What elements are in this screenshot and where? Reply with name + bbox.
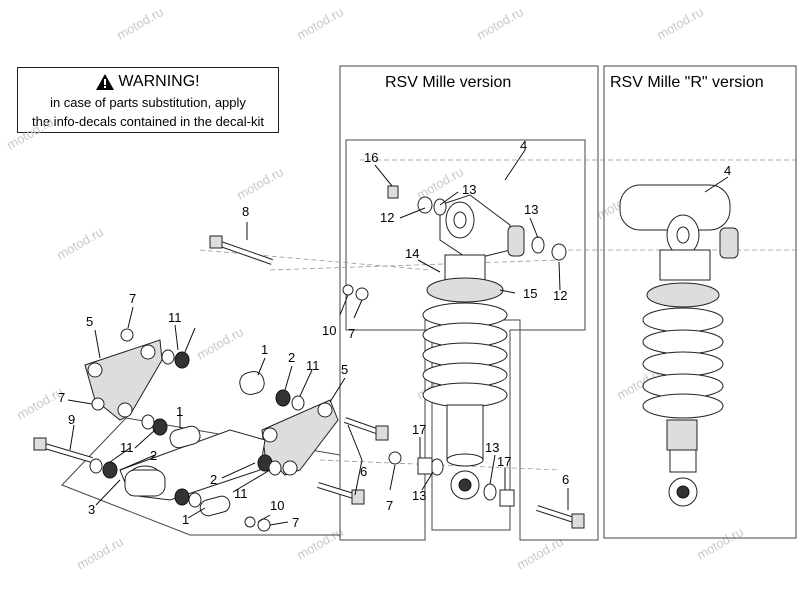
version-title-r: RSV Mille "R" version [610,74,764,91]
callout-2-d: 2 [210,472,217,487]
callout-5-b: 5 [341,362,348,377]
shock-absorber-standard [422,194,525,500]
watermark: motod.ru [114,4,166,43]
warning-line-2: the info-decals contained in the decal-k… [32,114,264,129]
callout-13-c: 13 [412,488,426,503]
callout-9: 9 [68,412,75,427]
bolt-6-lower [317,482,365,505]
linkage-assembly-frame [61,417,341,536]
callout-13-b: 13 [524,202,538,217]
callout-6-b: 6 [562,472,569,487]
callout-7-a: 7 [129,291,136,306]
watermark: motod.ru [194,324,246,363]
callout-3: 3 [88,502,95,517]
callout-1-a: 1 [261,342,268,357]
callout-10-a: 10 [270,498,284,513]
callout-numbers: 8 7 5 11 7 9 1 2 11 5 1 11 2 2 11 1 3 10… [58,138,731,530]
callout-7-c: 7 [292,515,299,530]
warning-title: WARNING! [118,73,200,90]
callout-13-d: 13 [485,440,499,455]
bolt-6-r [536,505,585,529]
callout-4-b: 4 [724,163,731,178]
callout-12-a: 12 [380,210,394,225]
callout-16: 16 [364,150,378,165]
callout-11-d: 11 [234,486,248,501]
shock-absorber-r [619,184,739,507]
warning-line-1: in case of parts substitution, apply [50,95,246,110]
watermark: motod.ru [294,4,346,43]
version-title-standard: RSV Mille version [385,74,512,91]
callout-11-b: 11 [306,358,320,373]
coil-spring-standard [422,302,508,408]
callout-11-c: 11 [120,440,134,455]
callout-8: 8 [242,204,249,219]
callout-6-a: 6 [360,464,367,479]
callout-10-b: 10 [322,323,336,338]
bolt-8 [209,235,273,265]
callout-14: 14 [405,246,419,261]
callout-2-c: 2 [150,448,157,463]
callout-4-a: 4 [520,138,527,153]
watermark: motod.ru [654,4,706,43]
warning-header: WARNING! [18,71,278,93]
r-version-frame [603,65,797,539]
warning-triangle-icon [96,74,115,90]
watermark: motod.ru [694,524,746,563]
callout-13-a: 13 [462,182,476,197]
watermark: motod.ru [4,114,56,153]
callout-15: 15 [523,286,537,301]
callout-5-a: 5 [86,314,93,329]
bolt-6-upper [344,417,389,441]
callout-7-b: 7 [58,390,65,405]
watermark: motod.ru [234,164,286,203]
warning-box: WARNING! in case of parts substitution, … [17,67,279,133]
callout-17-a: 17 [412,422,426,437]
callout-11-a: 11 [168,310,182,325]
watermark: motod.ru [414,164,466,203]
watermark: motod.ru [474,4,526,43]
small-parts [89,185,567,532]
watermark: motod.ru [294,524,346,563]
watermark: motod.ru [74,534,126,573]
bolt-9 [33,437,93,463]
callout-12-b: 12 [553,288,567,303]
leader-lines [67,149,729,526]
callout-7-e: 7 [386,498,393,513]
linkage-plate-right [261,399,339,476]
callout-2-b: 2 [288,350,295,365]
callout-1-c: 1 [182,512,189,527]
watermark-layer: motod.ru motod.ru motod.ru motod.ru moto… [4,4,746,573]
standard-version-inner-frame [345,139,586,531]
watermark: motod.ru [54,224,106,263]
callout-17-b: 17 [497,454,511,469]
callout-1-b: 1 [176,404,183,419]
callout-7-d: 7 [348,326,355,341]
standard-version-frame [339,65,599,541]
